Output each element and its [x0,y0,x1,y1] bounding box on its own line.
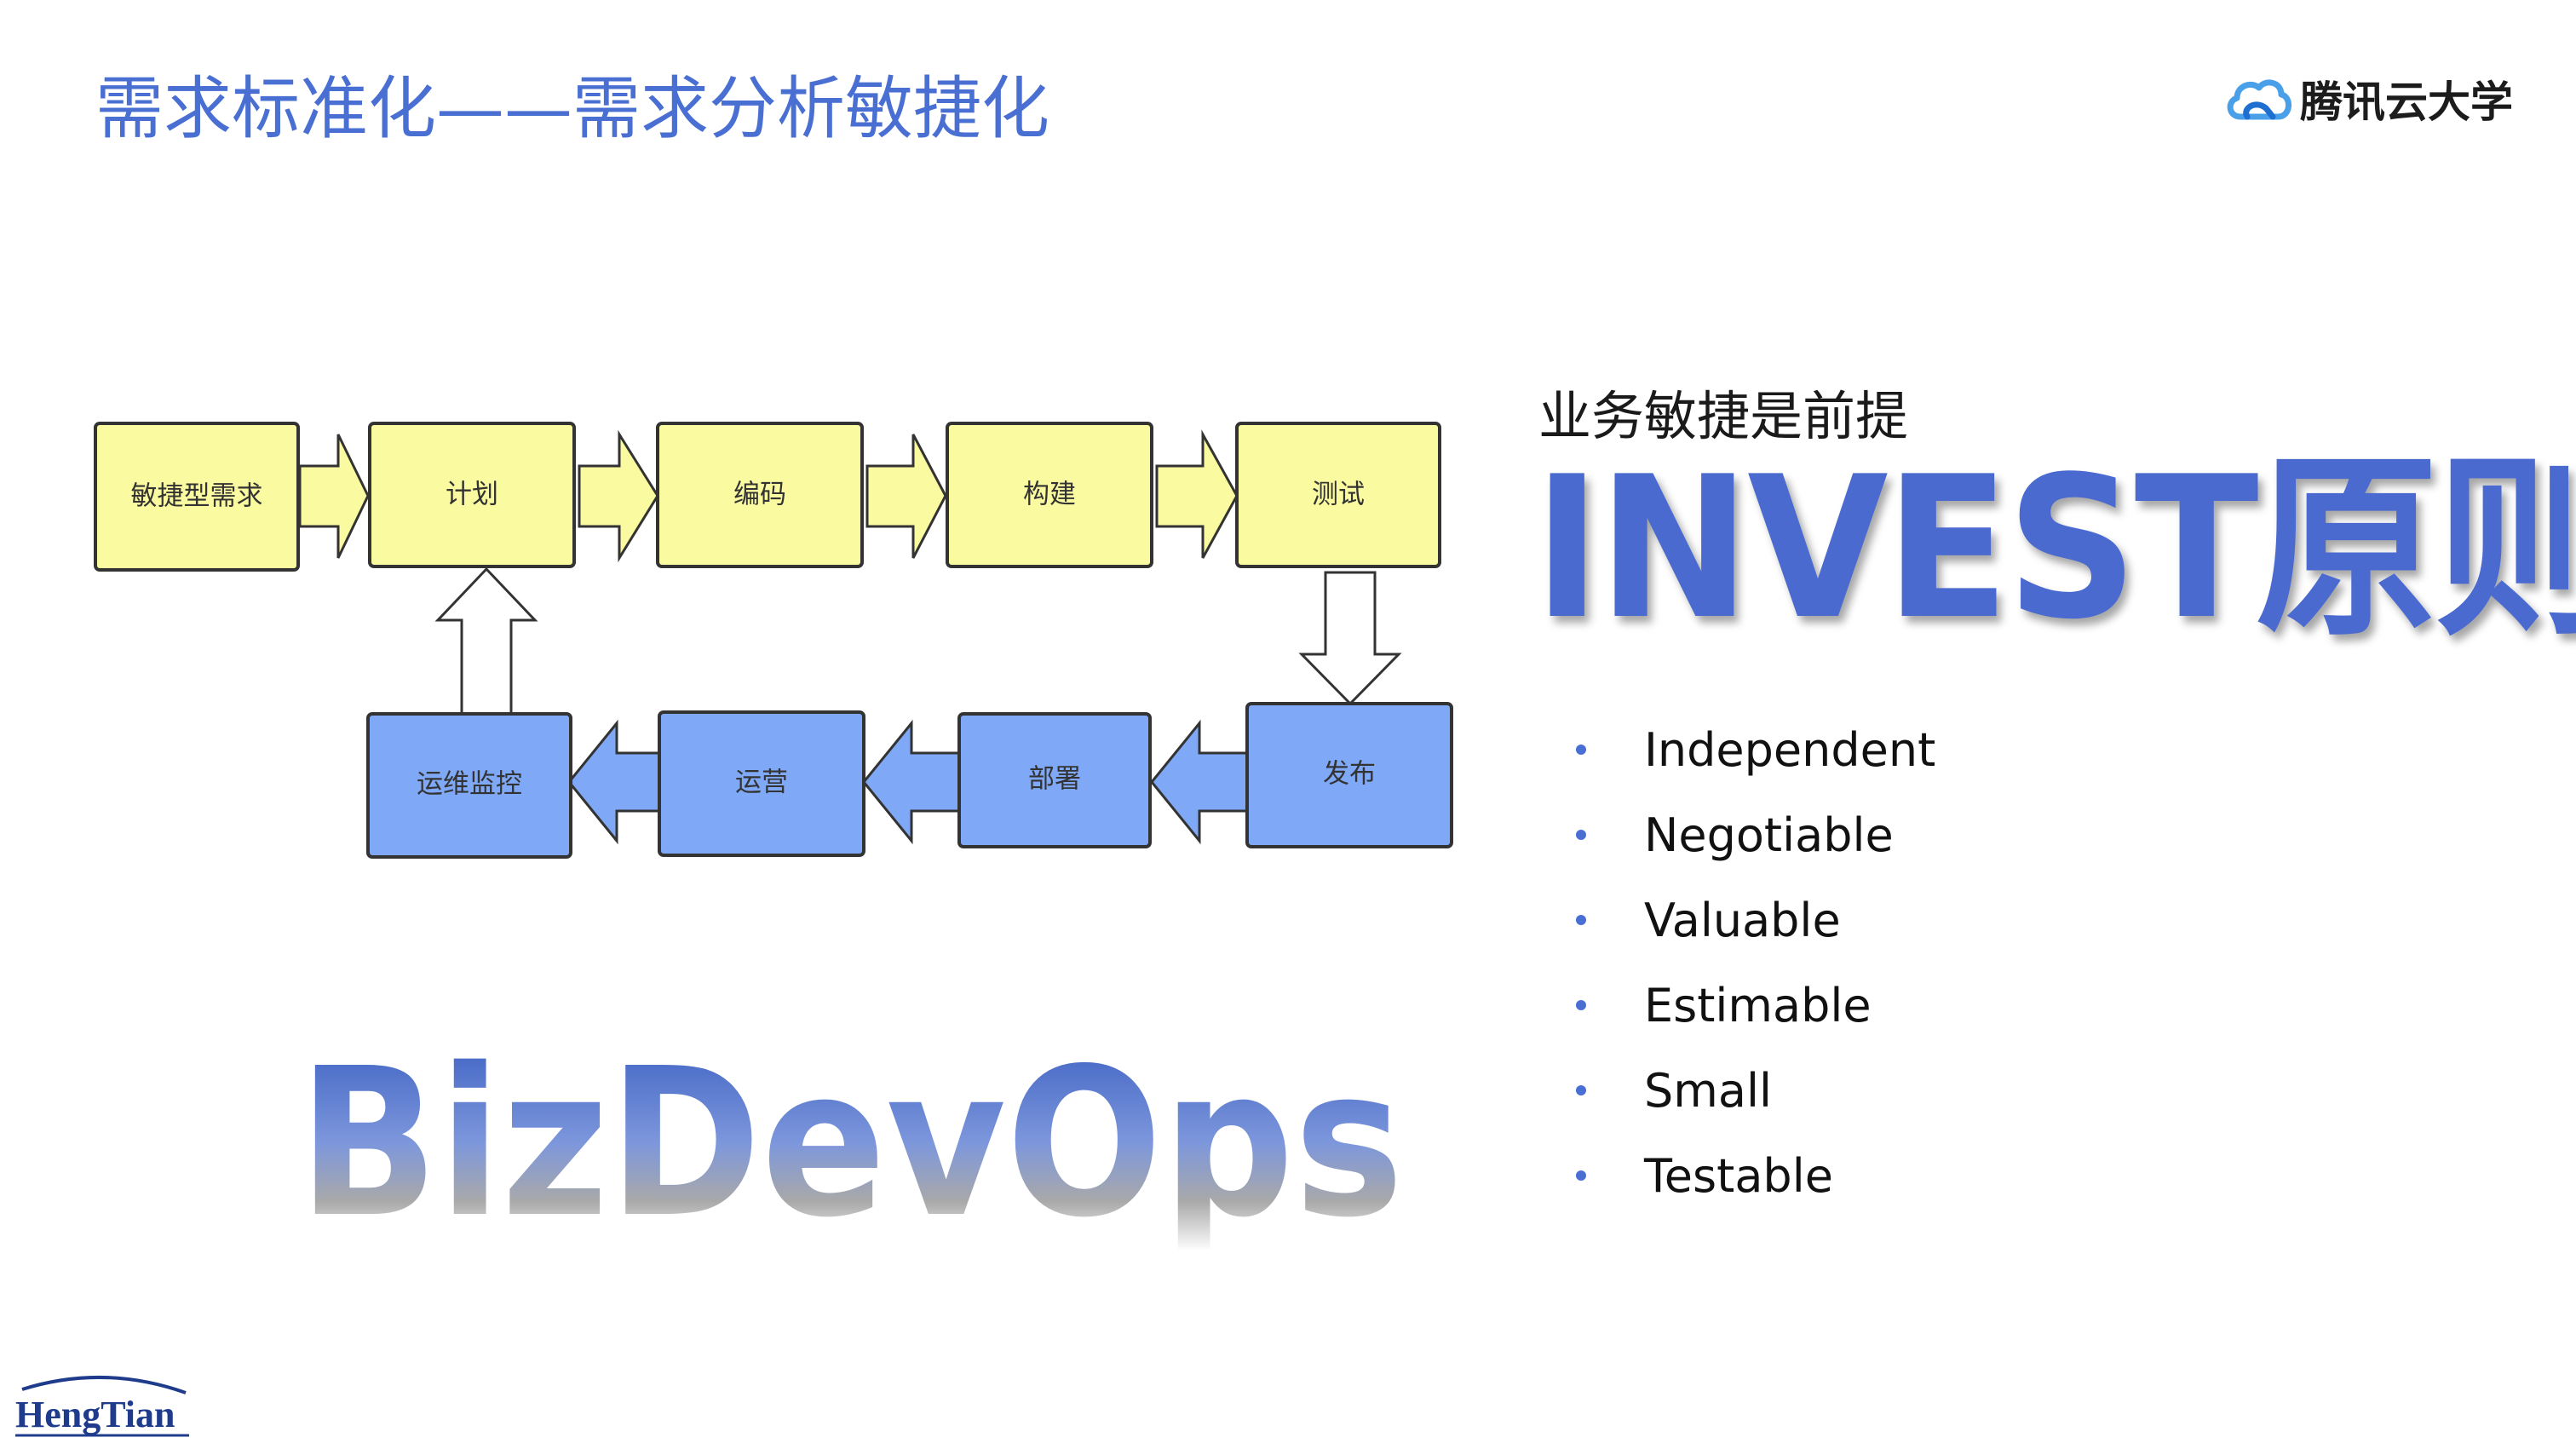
brand-name: 腾讯云大学 [2300,78,2513,127]
node-operate: 运营 [658,710,865,857]
arrow-right-3 [865,434,947,559]
list-item-label: Estimable [1644,978,1872,1032]
arrow-left-3 [567,719,663,845]
node-label: 测试 [1312,480,1365,510]
bullet-icon [1576,1085,1586,1095]
bullet-icon [1576,915,1586,925]
arrow-left-1 [1150,719,1257,845]
list-item: Estimable [1567,963,1935,1048]
invest-list: Independent Negotiable Valuable Estimabl… [1567,707,1935,1218]
cloud-icon [2227,79,2291,120]
slide-title: 需求标准化——需求分析敏捷化 [95,69,1049,148]
hengtian-logo-text: HengTian [15,1394,175,1435]
arrow-up [434,566,538,716]
arrow-right-1 [298,434,370,559]
hengtian-logo: HengTian [15,1375,189,1437]
arrow-left-2 [862,719,964,845]
list-item-label: Testable [1644,1148,1833,1203]
node-label: 部署 [1028,764,1081,795]
node-label: 运维监控 [417,769,522,800]
list-item: Valuable [1567,877,1935,963]
premise-heading: 业务敏捷是前提 [1538,385,1909,447]
arrow-right-4 [1155,429,1239,559]
node-build: 构建 [946,422,1153,568]
node-label: 编码 [733,480,786,510]
list-item-label: Negotiable [1644,808,1894,862]
list-item: Small [1567,1048,1935,1133]
node-ops-monitor: 运维监控 [366,712,572,859]
node-agile-requirement: 敏捷型需求 [94,422,300,572]
node-deploy: 部署 [957,712,1152,848]
list-item: Negotiable [1567,792,1935,877]
bullet-icon [1576,830,1586,840]
arrow-right-2 [578,429,659,563]
node-label: 构建 [1023,480,1076,510]
bullet-icon [1576,745,1586,755]
list-item-label: Independent [1644,722,1936,777]
arrow-down [1298,571,1402,706]
list-item: Testable [1567,1133,1935,1218]
node-plan: 计划 [368,422,576,568]
node-label: 运营 [735,768,788,798]
list-item: Independent [1567,707,1935,792]
bullet-icon [1576,1000,1586,1010]
node-test: 测试 [1235,422,1441,568]
list-item-label: Small [1644,1063,1772,1118]
brand-logo: 腾讯云大学 [2225,68,2513,129]
flow-diagram: 敏捷型需求 计划 编码 构建 测试 发布 部署 运营 运维监控 [94,422,1453,859]
invest-title: INVEST原则 [1533,435,2576,663]
list-item-label: Valuable [1644,893,1841,947]
bizdevops-wordmark: BizDevOps [298,1024,1404,1262]
node-label: 发布 [1323,759,1376,790]
bullet-icon [1576,1170,1586,1181]
node-label: 敏捷型需求 [131,481,263,512]
node-code: 编码 [656,422,864,568]
node-release: 发布 [1245,702,1453,848]
node-label: 计划 [446,480,498,510]
